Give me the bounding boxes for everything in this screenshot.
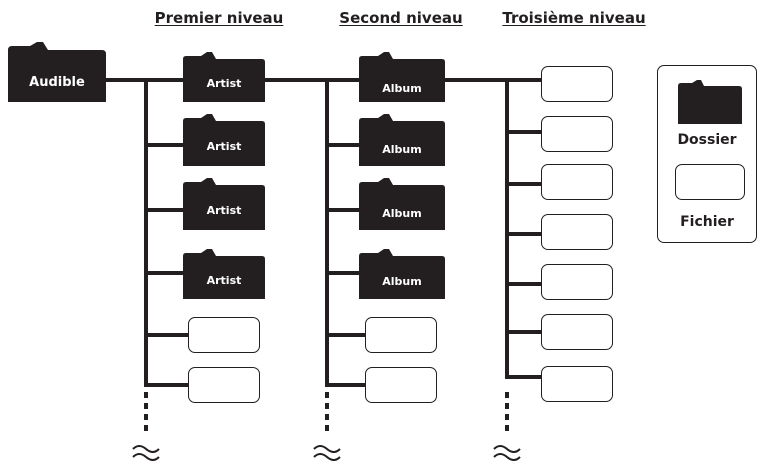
folder-icon — [183, 52, 265, 102]
folder-icon — [183, 249, 265, 299]
level2-file — [365, 367, 437, 403]
level1-folder: Artist — [183, 249, 265, 299]
level2-folder-label: Album — [382, 82, 422, 95]
folder-icon — [359, 52, 445, 102]
folder-icon — [8, 42, 106, 102]
level1-branch — [144, 271, 184, 275]
level3-file — [541, 164, 613, 200]
level1-folder-label: Artist — [206, 204, 242, 217]
main-connector-line — [105, 78, 542, 82]
level3-file — [541, 314, 613, 350]
level3-branch — [505, 330, 541, 334]
level3-file — [541, 66, 613, 102]
level3-trunk-line — [505, 78, 509, 378]
heading-troisieme-niveau: Troisième niveau — [502, 9, 646, 27]
folder-icon — [183, 114, 265, 166]
level2-branch — [325, 383, 365, 387]
heading-second-niveau: Second niveau — [339, 9, 463, 27]
folder-icon — [359, 249, 445, 299]
legend: Dossier Fichier — [657, 65, 757, 243]
level3-branch — [505, 232, 541, 236]
level2-branch — [325, 143, 360, 147]
level2-folder-label: Album — [382, 275, 422, 288]
level2-continuation-dots — [325, 392, 329, 432]
folder-icon — [359, 178, 445, 230]
level2-folder: Album — [359, 114, 445, 166]
level1-file — [188, 317, 260, 353]
level3-file — [541, 366, 613, 402]
level1-folder: Artist — [183, 178, 265, 230]
level1-branch — [144, 143, 184, 147]
root-folder-audible: Audible — [8, 42, 106, 102]
level3-branch — [505, 282, 541, 286]
folder-icon — [183, 178, 265, 230]
level2-branch — [325, 271, 360, 275]
level1-branch — [144, 333, 188, 337]
level2-folder: Album — [359, 178, 445, 230]
continuation-wave-icon — [132, 445, 160, 461]
level3-file — [541, 214, 613, 250]
level1-branch — [144, 383, 188, 387]
level2-trunk-line — [325, 78, 329, 387]
level1-folder-label: Artist — [206, 77, 242, 90]
level3-branch — [505, 375, 541, 379]
folder-icon — [359, 114, 445, 166]
level2-file — [365, 317, 437, 353]
level1-folder-label: Artist — [206, 140, 242, 153]
level1-file — [188, 367, 260, 403]
legend-file-shape — [675, 164, 745, 200]
level1-folder: Artist — [183, 114, 265, 166]
level2-folder-label: Album — [382, 143, 422, 156]
level2-branch — [325, 333, 365, 337]
level3-file — [541, 116, 613, 152]
root-folder-label: Audible — [29, 75, 85, 90]
level3-branch — [505, 182, 541, 186]
level2-folder-label: Album — [382, 207, 422, 220]
level1-continuation-dots — [144, 392, 148, 432]
legend-file-label: Fichier — [680, 214, 734, 230]
heading-premier-niveau: Premier niveau — [154, 9, 284, 27]
level1-trunk-line — [144, 78, 148, 387]
folder-icon — [678, 80, 742, 124]
level1-branch — [144, 208, 184, 212]
level3-branch — [505, 130, 541, 134]
level2-folder: Album — [359, 249, 445, 299]
level1-folder-label: Artist — [206, 274, 242, 287]
level2-branch — [325, 208, 360, 212]
continuation-wave-icon — [493, 445, 521, 461]
legend-folder-label: Dossier — [677, 132, 737, 148]
level1-folder: Artist — [183, 52, 265, 102]
level3-file — [541, 264, 613, 300]
level3-continuation-dots — [505, 392, 509, 432]
level2-folder: Album — [359, 52, 445, 102]
continuation-wave-icon — [313, 445, 341, 461]
